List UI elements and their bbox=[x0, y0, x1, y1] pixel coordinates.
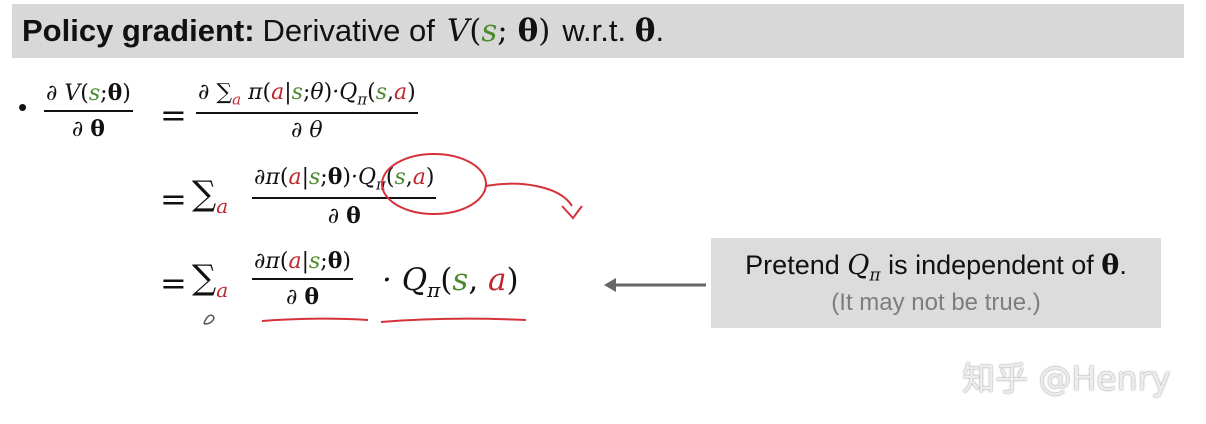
equals-2: = bbox=[160, 180, 187, 218]
title-bold: Policy gradient: bbox=[22, 13, 255, 48]
lhs-fraction: ∂ V(s;θ) ∂ θ bbox=[44, 80, 133, 142]
sum-2: ∑a bbox=[192, 174, 229, 218]
note-main: Pretend Qπ is independent of θ. bbox=[745, 250, 1127, 286]
line3-fraction: ∂π(a|s;θ) ∂ θ bbox=[252, 248, 353, 310]
sum-3: ∑a bbox=[192, 258, 229, 302]
underline-q bbox=[380, 317, 527, 323]
pen-mark bbox=[203, 314, 215, 325]
note-box: Pretend Qπ is independent of θ. (It may … bbox=[711, 238, 1161, 328]
underline-gradient bbox=[261, 317, 369, 322]
title-theta: θ bbox=[634, 13, 656, 49]
q-circle-annotation bbox=[381, 153, 487, 215]
equals-1: = bbox=[160, 96, 187, 134]
slide-title: Policy gradient: Derivative of V(s; θ) w… bbox=[12, 4, 1184, 58]
note-caveat: (It may not be true.) bbox=[831, 289, 1041, 317]
title-math: V(s; θ) bbox=[446, 13, 551, 49]
title-wrt: w.r.t. bbox=[562, 13, 627, 48]
q-curve-arrowhead bbox=[561, 205, 583, 220]
q-curve-arrow bbox=[485, 182, 573, 207]
equals-3: = bbox=[160, 264, 187, 302]
watermark: 知乎 @Henry bbox=[962, 359, 1171, 398]
line2-fraction: ∂π(a|s;θ)·Qπ(s,a) ∂ θ bbox=[252, 164, 437, 230]
title-text: Derivative of bbox=[262, 13, 435, 48]
pointer-arrowhead bbox=[604, 278, 616, 292]
line1-fraction: ∂ ∑a π(a|s;θ)·Qπ(s,a) ∂ θ bbox=[196, 80, 418, 144]
bullet: • bbox=[18, 92, 28, 122]
line3-q-term: · Qπ(s, a) bbox=[382, 262, 519, 303]
